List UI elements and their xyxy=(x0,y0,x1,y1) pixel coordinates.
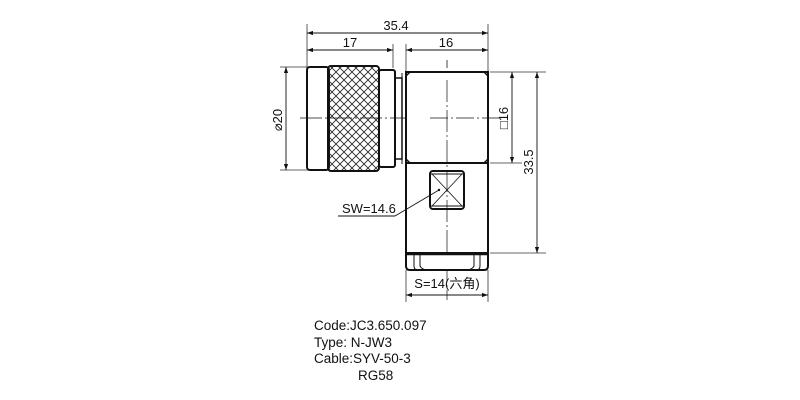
square-head xyxy=(405,71,500,164)
dimension-height: 33.5 xyxy=(490,72,546,254)
dimension-square: □16 xyxy=(490,71,546,164)
type-text: Type: N-JW3 xyxy=(314,334,393,350)
code-text: Code:JC3.650.097 xyxy=(314,318,427,333)
hex-label: S=14(六角) xyxy=(414,276,479,291)
wrench-flat-callout: SW=14.6 xyxy=(338,188,441,217)
dimension-head-width: 16 xyxy=(405,35,488,72)
dimension-overall-length: 35.4 xyxy=(306,18,489,72)
cable-alt-text: RG58 xyxy=(358,367,394,383)
dim-16-label: 16 xyxy=(439,35,453,50)
hex-nut xyxy=(405,252,489,271)
cable-text: Cable:SYV-50-3 xyxy=(314,351,411,366)
dim-17-label: 17 xyxy=(343,35,357,50)
dim-diameter-label: ⌀20 xyxy=(270,109,285,131)
spec-block: Code:JC3.650.097 Type: N-JW3 Cable:SYV-5… xyxy=(314,318,427,384)
sw-label: SW=14.6 xyxy=(342,201,396,216)
lower-body xyxy=(405,80,489,300)
dim-35-4-label: 35.4 xyxy=(383,18,408,33)
height-label: 33.5 xyxy=(521,149,536,174)
square-label: □16 xyxy=(496,107,511,129)
dimension-body-length: 17 xyxy=(307,35,394,68)
dimension-hex: S=14(六角) xyxy=(405,270,489,302)
coupling-nut xyxy=(300,65,424,172)
dimension-diameter: ⌀20 xyxy=(270,66,312,171)
